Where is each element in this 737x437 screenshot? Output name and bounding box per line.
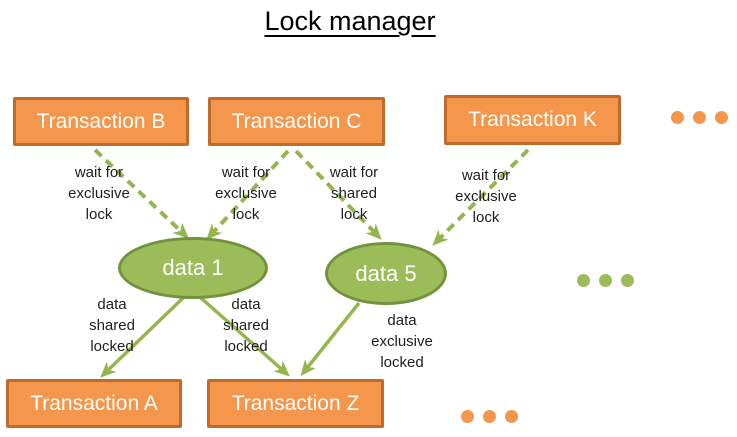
dot (693, 111, 706, 124)
edge-label-shared-locked-z: data shared locked (223, 296, 269, 355)
edge-label-wait-exclusive-b: wait for exclusive lock (68, 164, 130, 223)
edge-label-wait-exclusive-c: wait for exclusive lock (215, 164, 277, 223)
edge-wait-c-to-data1 (206, 149, 290, 240)
ellipsis-dots-icon-middle (577, 274, 634, 287)
edge-locked-data1-to-z (199, 296, 290, 377)
edge-wait-b-to-data1 (93, 148, 189, 239)
ellipsis-dots-icon-top (671, 111, 728, 124)
node-transaction-c: Transaction C (208, 97, 385, 146)
edge-locked-data5-to-z (300, 301, 361, 377)
edge-locked-data1-to-a (100, 295, 186, 378)
dot (483, 410, 496, 423)
edge-label-wait-shared-c: wait for shared lock (329, 164, 379, 223)
edge-label-shared-locked-a: data shared locked (89, 296, 135, 355)
dot (599, 274, 612, 287)
ellipsis-dots-icon-bottom (461, 410, 518, 423)
dot (577, 274, 590, 287)
dot (461, 410, 474, 423)
dot (505, 410, 518, 423)
node-data-1: data 1 (118, 237, 268, 299)
edge-wait-k-to-data5 (432, 148, 530, 246)
dot (621, 274, 634, 287)
edge-wait-c-to-data5 (294, 149, 382, 240)
diagram-title: Lock manager (264, 6, 436, 36)
edge-label-wait-exclusive-k: wait for exclusive lock (455, 167, 517, 226)
node-transaction-b: Transaction B (13, 97, 189, 146)
dot (715, 111, 728, 124)
node-transaction-k: Transaction K (444, 95, 621, 145)
dot (671, 111, 684, 124)
edge-label-exclusive-locked-z: data exclusive locked (371, 312, 433, 371)
node-transaction-z: Transaction Z (207, 379, 384, 428)
node-transaction-a: Transaction A (6, 379, 182, 428)
node-data-5: data 5 (325, 242, 447, 305)
